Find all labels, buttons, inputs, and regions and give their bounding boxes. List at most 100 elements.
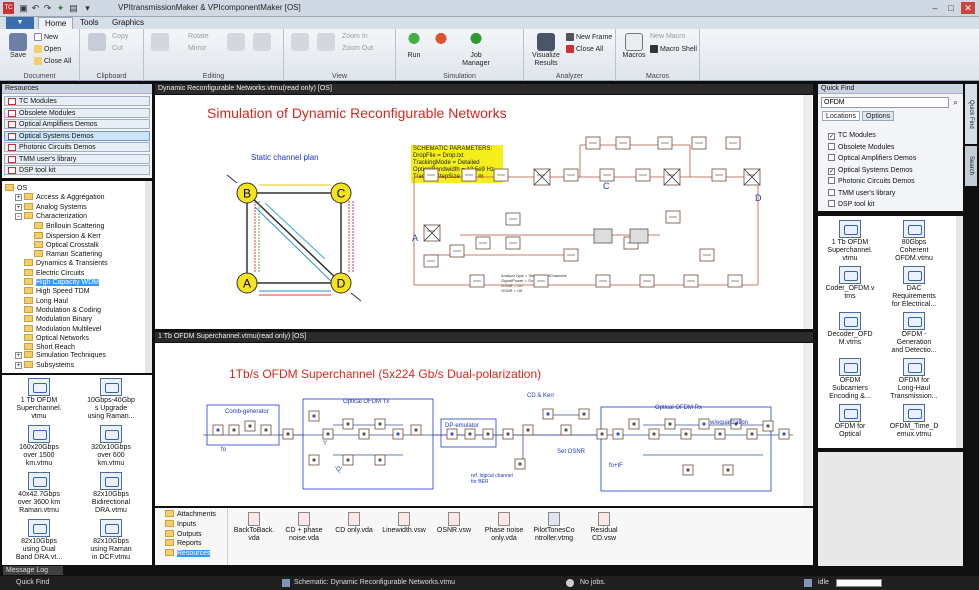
stop-button[interactable]	[430, 33, 452, 52]
tree-node[interactable]: +Simulation Techniques	[15, 351, 106, 360]
search-icon[interactable]: ⌕	[953, 98, 958, 107]
run-button[interactable]: Run	[402, 33, 426, 60]
status-quick-find[interactable]: Quick Find	[16, 579, 50, 586]
checkbox-icon[interactable]: ✓	[828, 133, 835, 140]
maximize-button[interactable]: □	[948, 3, 954, 13]
attachment-file[interactable]: BackToBack.vda	[229, 512, 279, 543]
checkbox-icon[interactable]	[828, 177, 835, 184]
paste-button[interactable]	[86, 33, 108, 52]
attachment-file[interactable]: Linewidth.vsw	[379, 512, 429, 535]
mirror-button[interactable]: Mirror	[188, 45, 206, 53]
checkbox-icon[interactable]	[828, 188, 835, 196]
checkbox-icon[interactable]: ✓	[828, 167, 835, 175]
tree-node[interactable]: +Analog Systems	[15, 202, 87, 212]
app-badge[interactable]: TC	[3, 2, 14, 14]
tree-node[interactable]: Electric Circuits	[15, 268, 84, 278]
location-checkbox[interactable]: Optical Amplifiers Demos	[828, 154, 916, 163]
tree-node[interactable]: +Access & Aggregation	[15, 193, 105, 202]
tree-node[interactable]: Dynamics & Transients	[15, 258, 108, 268]
resources-tree[interactable]: OS+Access & Aggregation+Analog Systems−C…	[2, 181, 152, 373]
minimize-button[interactable]: –	[932, 3, 938, 13]
align-button[interactable]	[226, 33, 246, 52]
tree-node[interactable]: Short Reach	[15, 342, 75, 352]
top-canvas-scrollbar[interactable]	[803, 95, 812, 329]
tree-node[interactable]: −Characterization	[15, 211, 87, 221]
tab-graphics[interactable]: Graphics	[112, 18, 145, 27]
text-button[interactable]	[150, 33, 170, 52]
top-canvas[interactable]: Simulation of Dynamic Reconfigurable Net…	[155, 95, 813, 329]
save-quick-icon[interactable]: ▣	[19, 3, 28, 13]
attachment-folder[interactable]: Inputs	[165, 519, 196, 529]
attachment-file[interactable]: OSNR.vsw	[429, 512, 479, 535]
group-button[interactable]	[252, 33, 272, 52]
expand-icon[interactable]: +	[15, 203, 22, 211]
tree-node[interactable]: Modulation & Coding	[15, 305, 101, 315]
node-c[interactable]: C	[330, 182, 352, 204]
tab-locations[interactable]: Locations	[822, 111, 860, 121]
attachment-folder[interactable]: Resources	[165, 549, 211, 558]
location-checkbox[interactable]: TMM user's library	[828, 188, 895, 198]
library-item[interactable]: DSP tool kit	[4, 165, 150, 175]
location-checkbox[interactable]: ✓TC Modules	[828, 131, 876, 140]
tab-tools[interactable]: Tools	[80, 18, 99, 27]
tab-home[interactable]: Home	[38, 17, 74, 29]
location-checkbox[interactable]: ✓Optical Systems Demos	[828, 166, 913, 175]
node-a[interactable]: A	[236, 272, 258, 294]
tree-node[interactable]: Modulation Binary	[15, 314, 92, 324]
bottom-canvas[interactable]: 1Tb/s OFDM Superchannel (5x224 Gb/s Dual…	[155, 343, 813, 506]
new-frame-button[interactable]: New Frame	[566, 33, 612, 42]
side-tab-quick-find[interactable]: Quick Find	[965, 84, 977, 144]
undo-icon[interactable]: ↶	[31, 3, 40, 13]
expand-icon[interactable]: +	[15, 361, 22, 369]
location-checkbox[interactable]: DSP tool kit	[828, 200, 874, 209]
tree-node[interactable]: Long Haul	[15, 296, 68, 306]
attachment-folder[interactable]: Reports	[165, 539, 202, 548]
node-b[interactable]: B	[236, 182, 258, 204]
library-item[interactable]: Optical Systems Demos	[4, 130, 150, 141]
checkbox-icon[interactable]	[828, 200, 835, 207]
library-item[interactable]: Photonic Circuits Demos	[4, 142, 150, 152]
analyzer-display[interactable]	[593, 228, 613, 244]
bottom-canvas-scrollbar[interactable]	[803, 343, 812, 506]
fit-view-button[interactable]	[290, 33, 310, 52]
library-item[interactable]: TMM user's library	[4, 153, 150, 164]
checkbox-icon[interactable]	[828, 142, 835, 150]
analyzer-display[interactable]	[629, 228, 649, 244]
tree-node[interactable]: Dispersion & Kerr	[25, 231, 101, 241]
side-tab-search[interactable]: Search	[965, 146, 977, 186]
attachment-folder[interactable]: Attachments	[165, 510, 216, 519]
close-button[interactable]: ✕	[961, 2, 975, 14]
quick-find-input[interactable]	[821, 97, 949, 108]
message-log-tab[interactable]: Message Log	[3, 566, 63, 575]
tree-node[interactable]: High Speed TDM	[15, 286, 90, 296]
save-button[interactable]: Save	[6, 33, 30, 60]
tree-node[interactable]: Modulation Multilevel	[15, 324, 101, 334]
ofdm-schematic[interactable]	[203, 395, 793, 503]
open-quick-icon[interactable]: ▤	[69, 3, 78, 13]
new-button[interactable]: New	[34, 33, 58, 42]
copy-button[interactable]: Copy	[112, 33, 128, 41]
location-checkbox[interactable]: Obsolete Modules	[828, 142, 894, 152]
macros-button[interactable]: Macros	[620, 33, 648, 60]
library-item[interactable]: Optical Amplifiers Demos	[4, 119, 150, 129]
cut-button[interactable]: Cut	[112, 45, 123, 53]
open-button[interactable]: Open	[34, 45, 61, 54]
tree-scrollbar[interactable]	[145, 181, 152, 373]
